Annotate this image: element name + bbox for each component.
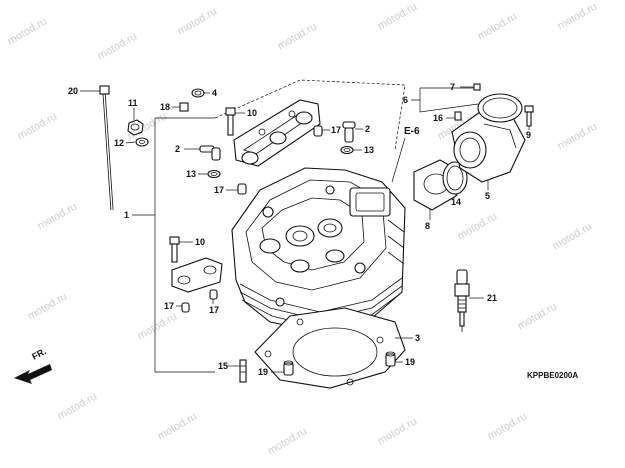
callout-13-right: 13: [364, 145, 374, 155]
callout-16: 16: [433, 113, 443, 123]
callout-13-left: 13: [186, 169, 196, 179]
bolt-9: [524, 105, 534, 127]
stud-bolt-15: [239, 359, 247, 383]
watermark-text: motod.ru: [486, 410, 530, 442]
callout-9: 9: [526, 130, 531, 140]
washer-12: [135, 137, 149, 147]
bolt-10-lower: [169, 236, 180, 263]
callout-21: 21: [487, 293, 497, 303]
leader-12: [125, 141, 136, 144]
watermark-text: motod.ru: [376, 415, 420, 447]
callout-12: 12: [114, 138, 124, 148]
leader-6-bottom: [419, 100, 479, 113]
adjuster-screw-2-right: [342, 121, 356, 143]
watermark-text: motod.ru: [36, 200, 80, 232]
callout-19-right: 19: [405, 357, 415, 367]
callout-17-lower-left: 17: [164, 301, 174, 311]
spark-plug-21: [454, 269, 470, 332]
rocker-holder-upper: [233, 99, 321, 167]
callout-2-left: 2: [175, 144, 180, 154]
callout-20: 20: [68, 86, 78, 96]
callout-7: 7: [450, 82, 455, 92]
bolt-10-upper: [225, 107, 236, 136]
callout-14: 14: [451, 197, 461, 207]
dowel-17-upper-right: [313, 125, 323, 137]
callout-5: 5: [485, 191, 490, 201]
callout-3: 3: [415, 333, 420, 343]
intake-insulator-5: [451, 111, 526, 183]
front-arrow-icon: [14, 364, 52, 384]
dowel-17-lower-right: [209, 289, 218, 300]
watermark-text: motod.ru: [276, 20, 320, 52]
watermark-text: motod.ru: [156, 410, 200, 442]
nut-11: [127, 119, 144, 136]
watermark-text: motod.ru: [516, 300, 560, 332]
band-clamp-6: [477, 93, 523, 123]
adjuster-screw-2-left: [199, 145, 221, 161]
cylinder-head-1: [231, 167, 406, 333]
stud-bolt-20: [99, 85, 114, 211]
cap-nut-4: [191, 88, 205, 98]
callout-10-lower: 10: [195, 237, 205, 247]
watermark-text: motod.ru: [266, 425, 310, 457]
callout-2-right: 2: [365, 124, 370, 134]
rocker-holder-lower: [171, 257, 223, 293]
callout-18: 18: [160, 102, 170, 112]
watermark-text: motod.ru: [96, 30, 140, 62]
assembly-bracket-1: [154, 118, 215, 373]
watermark-text: motod.ru: [6, 15, 50, 47]
screw-16: [454, 111, 462, 121]
screw-7: [473, 83, 481, 91]
leader-e6: [391, 137, 406, 183]
callout-1: 1: [124, 210, 129, 220]
leader-6-top: [411, 87, 478, 101]
drawing-code: KPPBE0200A: [527, 371, 578, 380]
watermark-text: motod.ru: [16, 110, 60, 142]
callout-6: 6: [403, 95, 408, 105]
watermark-text: motod.ru: [56, 390, 100, 422]
watermark-text: motod.ru: [476, 10, 520, 42]
watermark-text: motod.ru: [551, 220, 595, 252]
watermark-text: motod.ru: [176, 5, 220, 37]
o-ring-13-left: [207, 169, 221, 179]
watermark-text: motod.ru: [456, 210, 500, 242]
callout-10-upper: 10: [247, 108, 257, 118]
dowel-pin-19-left: [283, 360, 294, 376]
callout-4: 4: [212, 88, 217, 98]
watermark-text: motod.ru: [556, 120, 600, 152]
callout-11: 11: [128, 98, 138, 108]
section-ref-e6: E-6: [404, 126, 420, 137]
washer-18: [179, 102, 189, 112]
o-ring-13-right: [340, 145, 354, 155]
watermark-text: motod.ru: [556, 0, 600, 32]
callout-19-left: 19: [258, 367, 268, 377]
o-ring-14: [442, 161, 468, 195]
dowel-pin-19-right: [385, 351, 396, 367]
assembly-outline: [214, 79, 406, 151]
callout-15: 15: [218, 361, 228, 371]
watermark-text: motod.ru: [136, 310, 180, 342]
callout-17-upper-left: 17: [214, 185, 224, 195]
dowel-17-upper-left: [237, 183, 247, 195]
callout-17-upper-right: 17: [331, 125, 341, 135]
watermark-text: motod.ru: [26, 290, 70, 322]
callout-17-lower-right: 17: [209, 305, 219, 315]
callout-8: 8: [425, 221, 430, 231]
front-label: FR.: [30, 346, 47, 362]
watermark-text: motod.ru: [376, 0, 420, 32]
dowel-17-lower-left: [181, 302, 190, 313]
